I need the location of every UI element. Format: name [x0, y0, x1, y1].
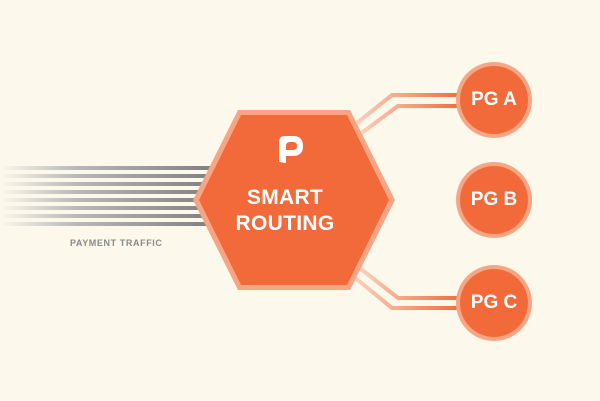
p-logo-icon: [279, 136, 303, 163]
pg-c-label: PG C: [470, 292, 518, 313]
connector-pg-c: [346, 260, 462, 310]
traffic-line: [0, 190, 218, 194]
connector-pg-a: [346, 93, 462, 142]
traffic-line: [0, 206, 218, 210]
hub-title-line-1: SMART: [246, 186, 324, 209]
hub-title-line-2: ROUTING: [235, 212, 335, 235]
traffic-line: [0, 174, 218, 178]
traffic-line: [0, 198, 218, 202]
pg-b-label: PG B: [470, 189, 518, 210]
traffic-line: [0, 222, 218, 226]
traffic-line: [0, 182, 218, 186]
payment-traffic-label: PAYMENT TRAFFIC: [70, 238, 163, 248]
pg-a-label: PG A: [471, 89, 517, 110]
hub-title: SMART ROUTING: [215, 185, 355, 237]
hexagon-inner: [199, 115, 389, 285]
smart-routing-hub: [193, 110, 395, 290]
traffic-line: [0, 166, 218, 170]
pg-node-a: [456, 62, 532, 138]
pg-node-c: [456, 265, 532, 341]
pg-node-b: [456, 162, 532, 238]
payment-traffic-lines: [0, 166, 218, 226]
traffic-line: [0, 214, 218, 218]
